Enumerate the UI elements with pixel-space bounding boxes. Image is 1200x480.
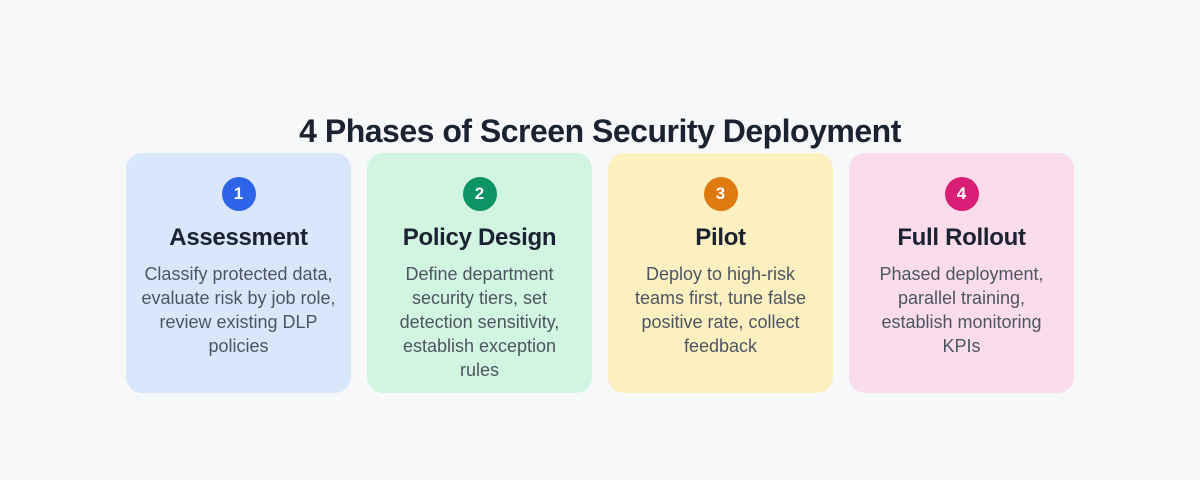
phase-description: Classify protected data, evaluate risk b… [141,263,336,356]
phase-number-badge: 4 [944,177,979,211]
phase-description: Phased deployment, parallel training, es… [879,263,1044,356]
page-title: 4 Phases of Screen Security Deployment [299,113,901,150]
phase-title: Pilot [695,224,746,251]
phase-cards-row: 1 Assessment Classify protected data, ev… [126,153,1074,393]
phase-description: Deploy to high-risk teams first, tune fa… [634,263,807,356]
phase-description: Define department security tiers, set de… [399,263,560,380]
phase-card-full-rollout: 4 Full Rollout Phased deployment, parall… [849,153,1074,393]
phase-number-badge: 3 [703,177,738,211]
phase-card-assessment: 1 Assessment Classify protected data, ev… [126,153,351,393]
phase-title: Full Rollout [897,224,1026,251]
phase-card-pilot: 3 Pilot Deploy to high-risk teams first,… [608,153,833,393]
phase-card-policy-design: 2 Policy Design Define department securi… [367,153,592,393]
phase-number-badge: 1 [221,177,256,211]
phase-title: Assessment [169,224,308,251]
phase-number-badge: 2 [462,177,497,211]
phase-title: Policy Design [402,224,557,251]
